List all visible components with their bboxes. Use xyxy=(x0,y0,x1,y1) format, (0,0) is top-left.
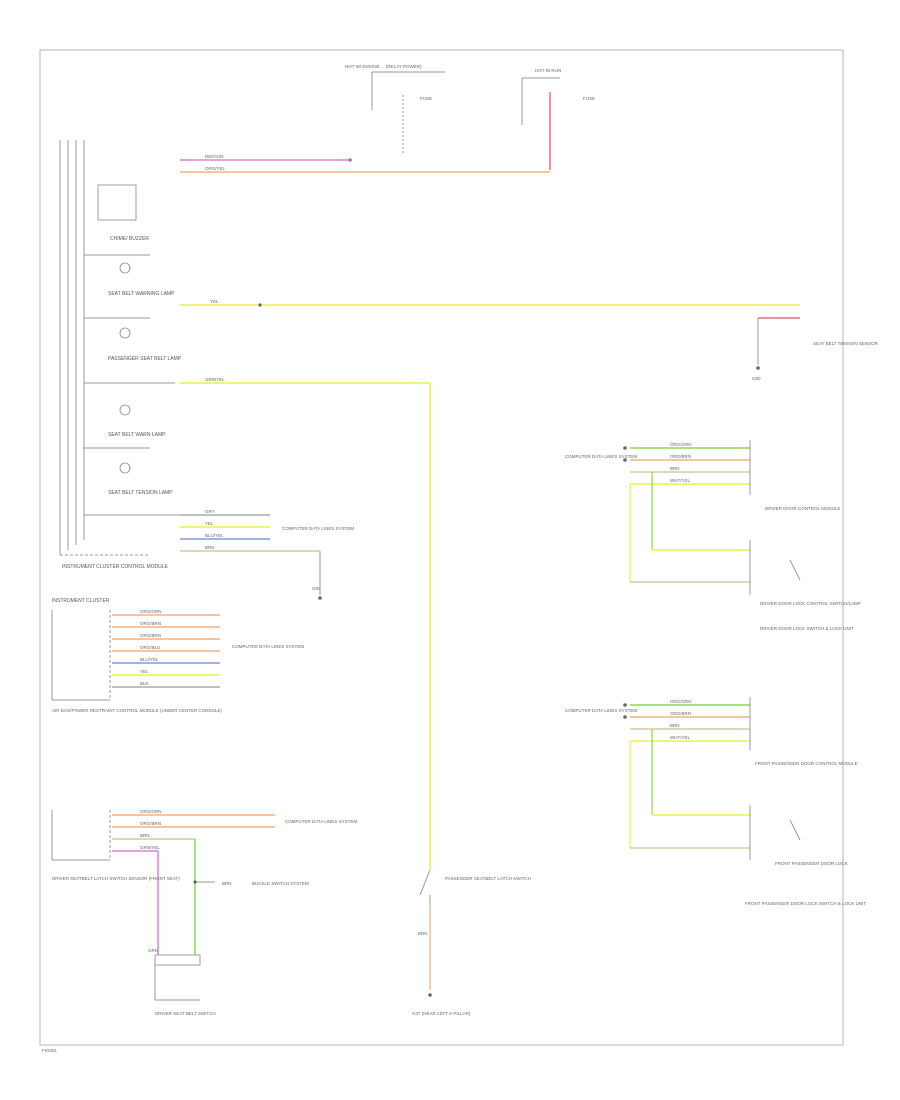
rear-right-door: COMPUTER DATA LINES SYSTEM ORG/GRN ORG/B… xyxy=(565,697,866,906)
center-switch: PASSENGER SEATBELT LATCH SWITCH BRN G37 … xyxy=(412,869,531,1016)
rl-lock-sub: DRIVER DOOR LOCK SWITCH & LOCK UNIT xyxy=(760,626,854,631)
wire-label-w1: RED/VIO xyxy=(205,154,224,159)
rl-w1: ORG/GRN xyxy=(670,442,692,447)
lc-w2: YEL xyxy=(205,521,214,526)
ab-w7: BLK xyxy=(140,681,149,686)
hot-label-left: HOT W/ ENGINE ... (RELAY POWER) xyxy=(345,64,422,69)
ab-w1: ORG/GRN xyxy=(140,609,162,614)
tension-sensor-ground: G80 xyxy=(752,376,761,381)
indicator-3: PASSENGER SEAT BELT LAMP xyxy=(108,356,182,362)
rr-lock-label: FRONT PASSENGER DOOR LOCK xyxy=(775,861,848,866)
tension-sensor-label: SEAT BELT TENSION SENSOR xyxy=(813,341,879,346)
lc-w1: GRY xyxy=(205,509,215,514)
rl-lock-label: DRIVER DOOR LOCK CONTROL SWITCH/LAMP xyxy=(760,601,861,606)
sm-dest: COMPUTER DATA LINES SYSTEM xyxy=(285,819,357,824)
rr-w2: ORG/BRN xyxy=(670,711,691,716)
indicator-5: SEAT BELT TENSION LAMP xyxy=(108,490,173,496)
hot-in-run-label: HOT IN RUN xyxy=(535,68,561,73)
sm-grn: GRN xyxy=(148,948,158,953)
lc-w4: BRN xyxy=(205,545,215,550)
indicator-2: SEAT BELT WARNING LAMP xyxy=(108,291,175,297)
seat-module: ORG/GRN ORG/BRN BRN GRN/YEL COMPUTER DAT… xyxy=(51,809,357,1016)
rr-w3: BRN xyxy=(670,723,680,728)
tension-sensor: SEAT BELT TENSION SENSOR G80 xyxy=(752,317,879,381)
rear-left-door: COMPUTER DATA LINES SYSTEM ORG/GRN ORG/B… xyxy=(565,440,861,631)
indicator-1: CHIME/ BUZZER xyxy=(110,236,149,242)
center-switch-label: PASSENGER SEATBELT LATCH SWITCH xyxy=(445,876,531,881)
center-ground-label: G37 (NEAR LEFT A-PILLAR) xyxy=(412,1011,471,1016)
ab-w2: ORG/BRN xyxy=(140,621,161,626)
ab-w5: BLU/YEL xyxy=(140,657,159,662)
airbag-label: INSTRUMENT CLUSTER xyxy=(52,598,110,604)
figure-code: FIG001 xyxy=(42,1048,58,1053)
ab-w4: ORG/BLU xyxy=(140,645,160,650)
rl-data-label: COMPUTER DATA LINES SYSTEM xyxy=(565,454,637,459)
rr-w1: ORG/GRN xyxy=(670,699,692,704)
sm-brn: BRN xyxy=(222,881,232,886)
instrument-cluster: INSTRUMENT CLUSTER CONTROL MODULE CHIME/… xyxy=(59,140,182,570)
rr-lock-sub: FRONT PASSENGER DOOR LOCK SWITCH & LOCK … xyxy=(745,901,866,906)
driver-switch-label: DRIVER SEAT BELT SWITCH xyxy=(155,1011,216,1016)
indicator-4: SEAT BELT WARN LAMP xyxy=(108,432,166,438)
diagram-frame xyxy=(39,49,844,1046)
sm-w4: GRN/YEL xyxy=(140,845,160,850)
sm-w2: ORG/BRN xyxy=(140,821,161,826)
wire-label-w4: GRN/YEL xyxy=(205,377,225,382)
ab-w3: ORG/BRN xyxy=(140,633,161,638)
sm-label: DRIVER SEATBELT LATCH SWITCH SENSOR (FRO… xyxy=(52,876,180,881)
rl-w4: WHT/YEL xyxy=(670,478,690,483)
rr-data-label: COMPUTER DATA LINES SYSTEM xyxy=(565,708,637,713)
ab-dest: COMPUTER DATA LINES SYSTEM xyxy=(232,644,304,649)
rl-w3: BRN xyxy=(670,466,680,471)
left-connector: GRY YEL BLU/YEL BRN COMPUTER DATA LINES … xyxy=(180,509,354,600)
fuse-label-a: FUSE xyxy=(420,96,432,101)
buckle-label: BUCKLE SWITCH SYSTEM xyxy=(252,881,309,886)
center-switch-wire: BRN xyxy=(418,931,428,936)
ab-w6: YEL xyxy=(140,669,149,674)
airbag-module: INSTRUMENT CLUSTER ORG/GRN ORG/BRN ORG/B… xyxy=(51,598,304,713)
lc-w3: BLU/YEL xyxy=(205,533,224,538)
cluster-label: INSTRUMENT CLUSTER CONTROL MODULE xyxy=(62,564,169,570)
ab-sublabel: AIR BAG/POWER RESTRAINT CONTROL MODULE (… xyxy=(52,708,223,713)
lc-ground: G80 xyxy=(312,586,321,591)
wire-label-w2: ORG/YEL xyxy=(205,166,226,171)
sm-w1: ORG/GRN xyxy=(140,809,162,814)
rl-w2: ORG/BRN xyxy=(670,454,691,459)
rr-w4: WHT/YEL xyxy=(670,735,690,740)
top-power-right: HOT IN RUN FUSE xyxy=(521,68,595,170)
rl-module: DRIVER DOOR CONTROL MODULE xyxy=(765,506,840,511)
top-power-left: HOT W/ ENGINE ... (RELAY POWER) FUSE xyxy=(345,64,445,162)
wire-label-w3: YEL xyxy=(210,299,219,304)
lc-dest: COMPUTER DATA LINES SYSTEM xyxy=(282,526,354,531)
rr-module: FRONT PASSENGER DOOR CONTROL MODULE xyxy=(755,761,858,766)
fuse-label-b: FUSE xyxy=(583,96,595,101)
sm-w3: BRN xyxy=(140,833,150,838)
